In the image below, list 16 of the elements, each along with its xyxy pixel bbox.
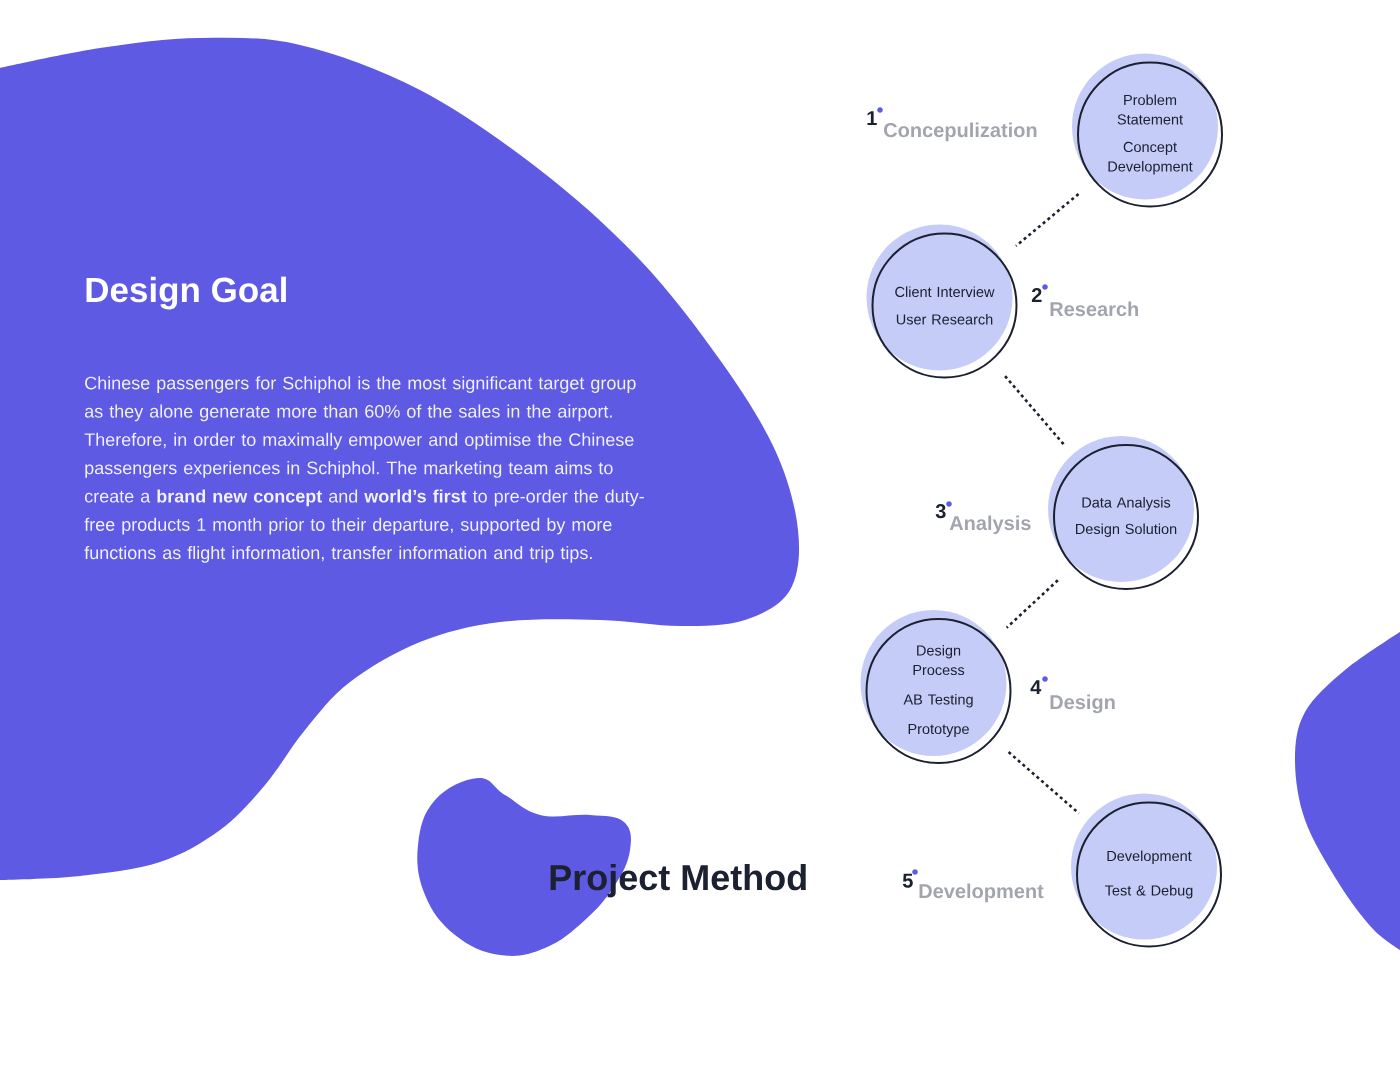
step-number: 5 xyxy=(902,873,913,888)
body-paragraph: Chinese passengers for Schiphol is the most significant target group as they alone generate more than 60% of the sales in the airport. Therefore, in order to maximally empower and optimise the Chinese passengers experiences in Schiphol. The marketing team aims to create a brand new concept and world’s first to pre-order the duty-free products 1 month prior to their departure, supported by more functions as flight information, transfer information and trip tips. xyxy=(84,376,644,563)
step-number: 2 xyxy=(1031,288,1042,302)
dotted-connector xyxy=(1015,192,1080,247)
stage-name: Research xyxy=(1050,301,1138,317)
dotted-connector xyxy=(1005,579,1059,629)
dotted-connector xyxy=(1007,751,1080,815)
stage-name: Development xyxy=(919,883,1044,903)
stage-name: Analysis xyxy=(949,515,1031,535)
stage-name: Design xyxy=(1050,694,1115,714)
step-number: 3 xyxy=(935,504,946,519)
step-number: 1 xyxy=(867,111,877,125)
section-heading: Design Goal xyxy=(86,276,286,310)
stage-name: Concepulization xyxy=(884,122,1037,142)
dotted-connector xyxy=(1004,375,1067,448)
step-number: 4 xyxy=(1030,680,1042,694)
